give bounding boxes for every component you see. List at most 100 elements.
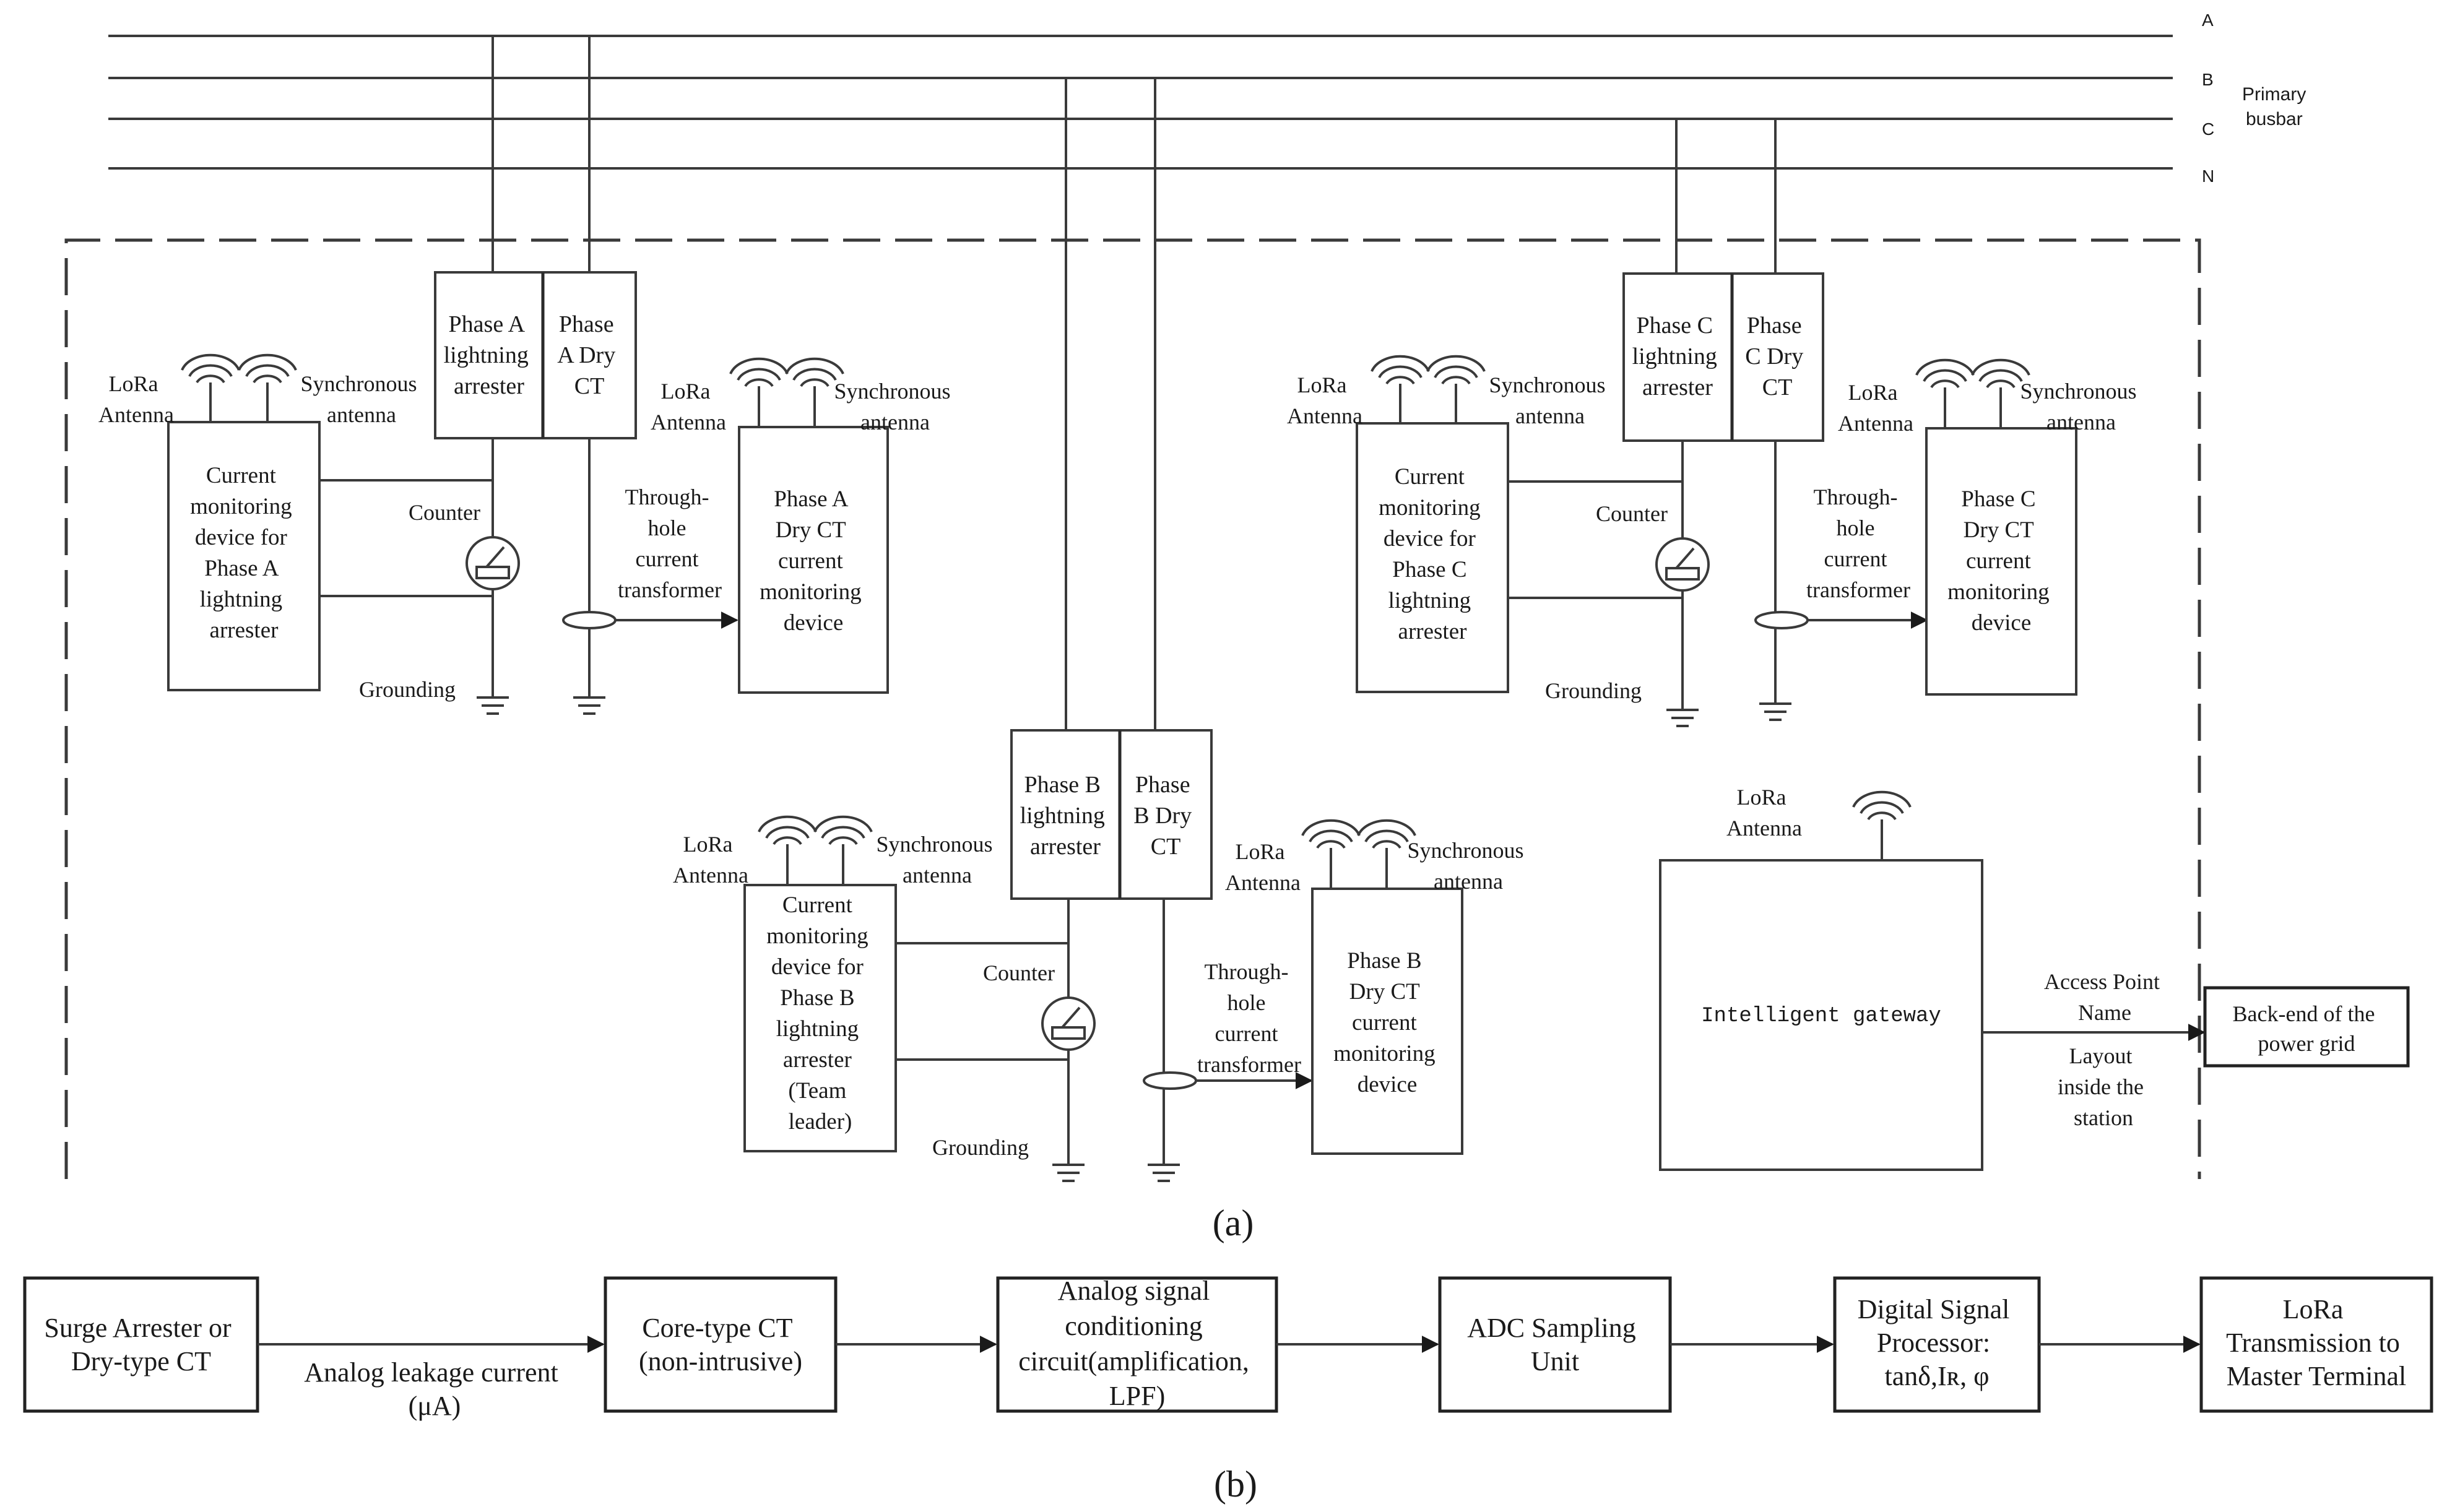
label-line: Synchronous xyxy=(2020,379,2137,404)
label-line: Phase B xyxy=(780,985,854,1011)
label-line: hole xyxy=(1837,516,1875,540)
ground-icon xyxy=(1666,709,1699,727)
label-line: ADC Sampling xyxy=(1467,1313,1636,1343)
phase-a-lora-antenna-icon xyxy=(181,353,240,422)
label-line: inside the xyxy=(2058,1074,2144,1099)
label-line: CT xyxy=(574,373,605,399)
label-line: device for xyxy=(1384,526,1476,551)
flow-node-core-ct xyxy=(604,1276,838,1413)
gateway-antenna-icon xyxy=(1852,790,1912,860)
phase-b-through-hole-ct xyxy=(1143,1071,1197,1090)
label-line: Antenna xyxy=(98,402,174,427)
busbar-label-b: B xyxy=(2202,70,2214,89)
label-line: antenna xyxy=(860,410,930,434)
label-line: antenna xyxy=(327,402,396,427)
label-line: LoRa xyxy=(2283,1294,2344,1324)
phase-c-grounding-label: Grounding xyxy=(1545,678,1642,703)
label-line: current xyxy=(1824,546,1887,571)
ground-icon xyxy=(477,696,509,715)
phase-c-ct-monitor xyxy=(1925,427,2077,696)
phase-b-lora-label: LoRa Antenna xyxy=(673,832,748,888)
label-line: Synchronous xyxy=(877,832,993,857)
label-line: Antenna xyxy=(1838,411,1913,436)
phase-b-counter-label: Counter xyxy=(983,961,1055,985)
label-line: Phase A xyxy=(204,556,279,581)
label-line: Phase xyxy=(1135,772,1190,798)
label-line: circuit(amplification, xyxy=(1018,1346,1249,1376)
label-line: station xyxy=(2074,1105,2133,1130)
label-line: Synchronous xyxy=(1489,373,1606,397)
phase-a-sync-label: Synchronous antenna xyxy=(301,371,423,427)
phase-b-arrester-box xyxy=(1010,729,1121,900)
label-line: Synchronous xyxy=(834,379,951,404)
flow-node-source-label: Surge Arrester or Dry-type CT xyxy=(44,1313,238,1376)
label-line: Transmission to xyxy=(2226,1328,2400,1358)
label-line: leader) xyxy=(789,1109,852,1134)
label-line: B Dry xyxy=(1133,803,1192,829)
ground-icon xyxy=(1759,702,1791,721)
flow-node-conditioning xyxy=(996,1276,1278,1413)
busbar-label-a: A xyxy=(2202,11,2214,30)
apn-label: Access Point Name xyxy=(2044,969,2165,1025)
phase-a-ct-sync-label: Synchronous antenna xyxy=(834,379,956,434)
counter-icon xyxy=(1041,996,1096,1051)
label-line: Synchronous xyxy=(1408,838,1524,863)
label-line: device xyxy=(1972,610,2032,636)
label-line: Phase B xyxy=(1347,948,1421,974)
phase-b-ct-box xyxy=(1119,729,1213,900)
label-line: current xyxy=(1215,1021,1278,1046)
phase-a-counter-label: Counter xyxy=(409,500,480,525)
label-line: Processor: xyxy=(1877,1328,1990,1358)
label-line: monitoring xyxy=(1333,1041,1435,1066)
label-line: antenna xyxy=(1434,869,1503,894)
phase-b-ct-monitor xyxy=(1311,888,1463,1155)
flow-node-adc xyxy=(1438,1276,1672,1413)
label-line: lightning xyxy=(1388,588,1471,613)
phase-a-grounding-label: Grounding xyxy=(359,677,456,702)
phase-c-group: Phase C lightning arrester Phase C Dry C… xyxy=(1287,119,2142,727)
phase-b-ct-monitor-label: Phase B Dry CT current monitoring device xyxy=(1333,948,1441,1097)
phase-a-arrester-monitor xyxy=(167,421,321,691)
phase-a-ct-lora-label: LoRa Antenna xyxy=(651,379,726,434)
phase-c-arrester-label: Phase C lightning arrester xyxy=(1632,313,1723,400)
counter-icon xyxy=(485,546,505,568)
counter-icon xyxy=(475,566,510,579)
label-line: CT xyxy=(1762,374,1793,400)
power-grid-backend-box xyxy=(2203,986,2410,1068)
label-line: Antenna xyxy=(1726,816,1802,840)
gateway-antenna-label: LoRa Antenna xyxy=(1726,785,1802,840)
phase-a-ct-lora-antenna-icon xyxy=(729,357,789,427)
busbar-title-line: Primary xyxy=(2242,84,2306,105)
phase-a-ct-sync-antenna-icon xyxy=(785,357,844,427)
phase-a-arrester-label: Phase A lightning arrester xyxy=(444,311,535,399)
phase-b-grounding-label: Grounding xyxy=(932,1135,1029,1160)
label-line: Access Point xyxy=(2044,969,2160,994)
label-line: Phase A xyxy=(449,311,526,337)
label-line: LoRa xyxy=(1737,785,1787,810)
label-line: LoRa xyxy=(1848,380,1898,405)
analog-leakage-label: Analog leakage current (μA) xyxy=(304,1357,565,1421)
label-line: lightning xyxy=(776,1016,859,1042)
label-line: arrester xyxy=(1030,834,1101,860)
label-line: Dry CT xyxy=(776,517,846,543)
phase-c-ct-label: Phase C Dry CT xyxy=(1745,313,1809,400)
flow-node-source xyxy=(23,1276,259,1413)
label-line: CT xyxy=(1151,834,1181,860)
label-line: Phase C xyxy=(1961,486,2035,512)
ground-icon xyxy=(1052,1164,1085,1182)
flow-node-dsp-label: Digital Signal Processor: tanδ,Iʀ, φ xyxy=(1858,1294,2017,1391)
label-line: current xyxy=(1966,548,2031,574)
label-line: transformer xyxy=(618,577,722,602)
label-line: monitoring xyxy=(1379,495,1480,521)
label-line: arrester xyxy=(454,373,524,399)
label-line: Layout xyxy=(2069,1043,2133,1068)
phase-b-ct-lora-antenna-icon xyxy=(1301,819,1361,889)
label-line: antenna xyxy=(2046,410,2116,434)
label-line: lightning xyxy=(1632,343,1717,369)
counter-icon xyxy=(466,536,520,590)
panel-b: Surge Arrester or Dry-type CT Core-type … xyxy=(23,1276,2433,1505)
intelligent-gateway-label: Intelligent gateway xyxy=(1701,1004,1941,1028)
power-grid-backend-label: Back-end of the power grid xyxy=(2233,1001,2381,1056)
phase-c-ct-sync-label: Synchronous antenna xyxy=(2020,379,2142,434)
flow-node-adc-label: ADC Sampling Unit xyxy=(1467,1313,1643,1376)
